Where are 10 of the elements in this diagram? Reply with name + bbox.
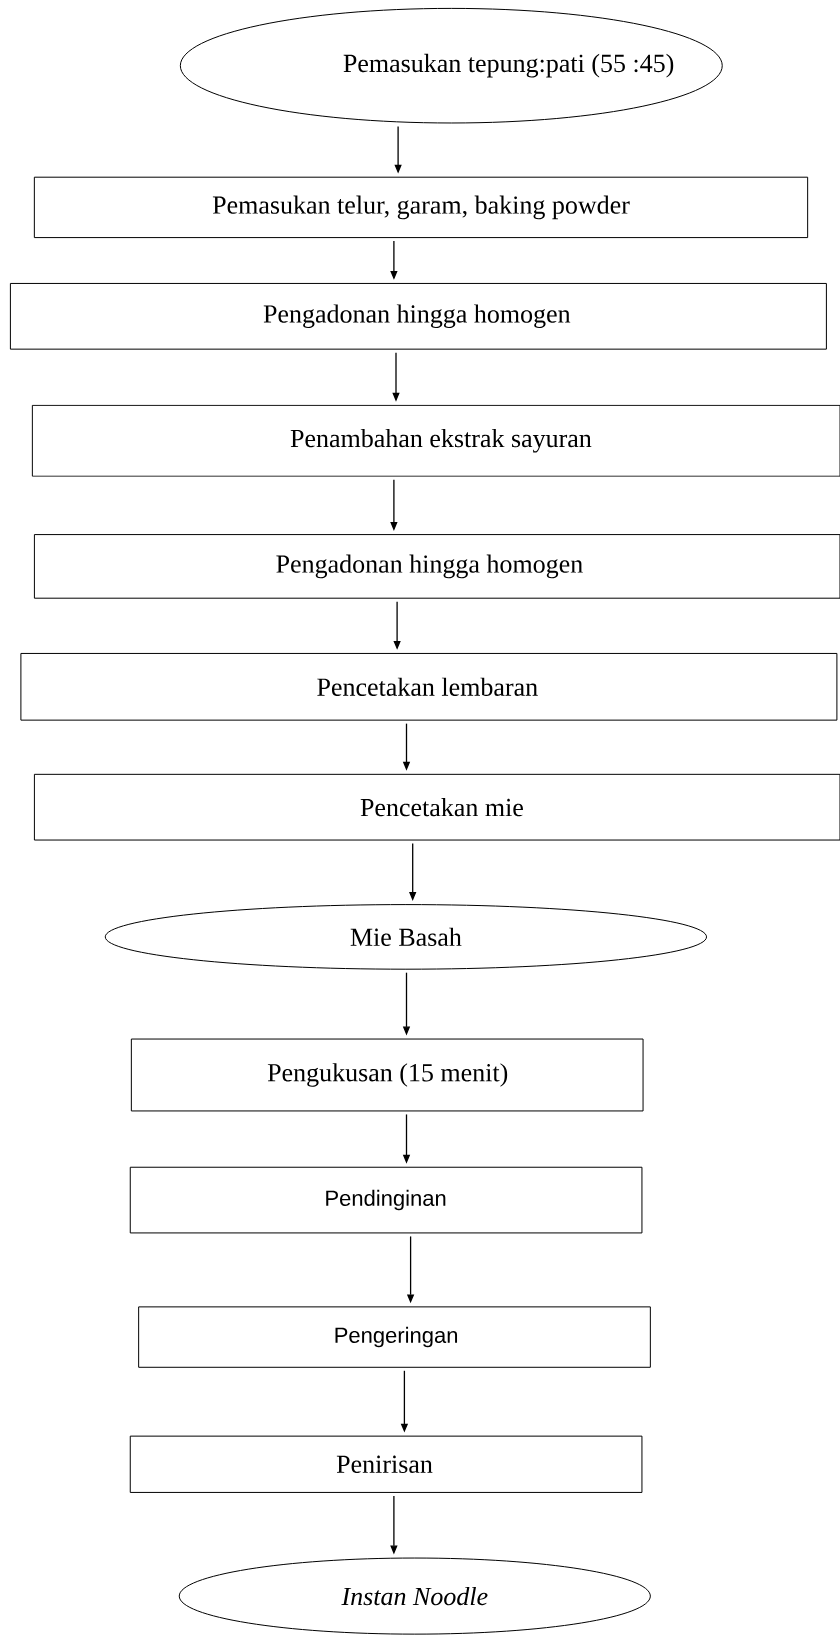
process-box: Pengadonan hingga homogen [33,534,840,599]
process-box: Pencetakan lembaran [20,652,838,721]
process-box: Penirisan [129,1435,643,1493]
process-box: Pengukusan (15 menit) [130,1038,644,1112]
process-box: Penambahan ekstrak sayuran [31,404,840,477]
process-box: Pendinginan [129,1166,643,1234]
process-box: Pemasukan telur, garam, baking powder [33,176,809,239]
process-box: Pengadonan hingga homogen [9,282,827,350]
process-box: Pencetakan mie [33,773,840,841]
process-box: Pengeringan [138,1306,651,1368]
